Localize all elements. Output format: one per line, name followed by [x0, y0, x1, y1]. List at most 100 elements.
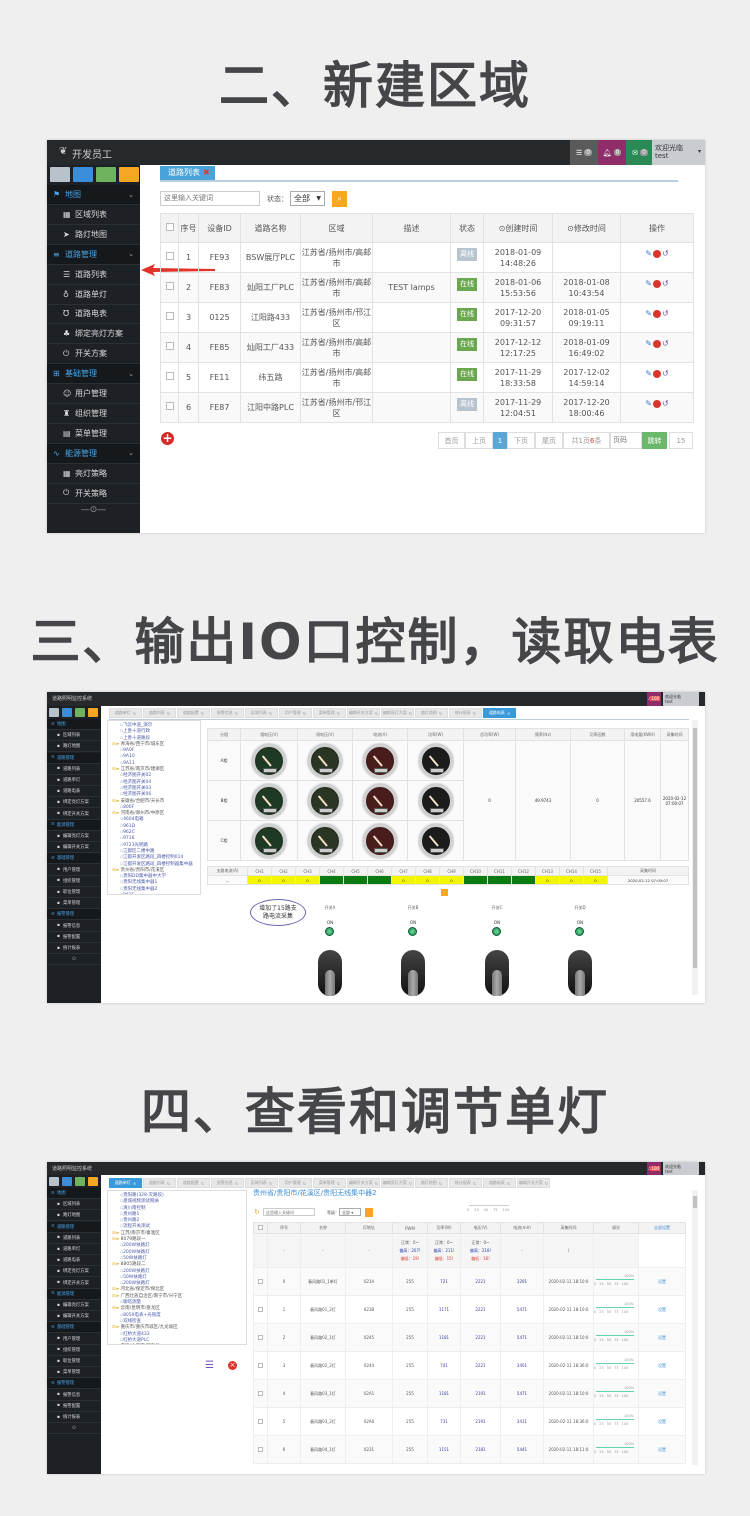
sidebar-item[interactable]: ▪编辑亮灯方案	[47, 831, 101, 842]
pagination-last[interactable]: 尾页	[535, 432, 563, 449]
sidebar-item[interactable]: ▪职位管理	[47, 1356, 101, 1367]
user-icon[interactable]	[75, 1177, 85, 1186]
tab[interactable]: 道路电表↻	[483, 1178, 516, 1188]
tree-node[interactable]: ⊞▰ 江苏省/南京市/建邺区	[112, 767, 196, 773]
trash-icon[interactable]	[88, 1177, 98, 1186]
sidebar-item[interactable]: ⏻开关策略	[47, 484, 140, 504]
reset-icon[interactable]: ↺	[662, 339, 669, 348]
search-input[interactable]	[263, 1208, 315, 1216]
tree-node[interactable]: ▫9A10	[112, 754, 196, 760]
tree-node[interactable]: ⊞▰ 8079路段一	[112, 1237, 242, 1243]
tree-node[interactable]: ▫贵阳无线集中器1	[112, 880, 196, 886]
toggle-switch[interactable]	[568, 950, 592, 996]
row-checkbox[interactable]	[160, 242, 179, 273]
tree-node[interactable]: ▫50W扶路灯	[112, 1256, 242, 1262]
tree-node[interactable]: ▫800F	[112, 805, 196, 811]
tree-node[interactable]: ▫经济图开关02	[112, 773, 196, 779]
tree-node[interactable]: ▫红桥大道PLC	[112, 1338, 242, 1344]
delete-icon[interactable]	[653, 249, 661, 258]
sidebar-item[interactable]: ▪区域列表	[47, 730, 101, 742]
sidebar-item[interactable]: ⏻开关方案	[47, 344, 140, 365]
tree-node[interactable]: ⊞▰ 河南省/郑州市/中原区	[112, 811, 196, 817]
page-number-input[interactable]	[610, 432, 642, 449]
sidebar-item[interactable]: ▪报警信息	[47, 1390, 101, 1401]
sidebar-item[interactable]: ▪编辑亮灯方案	[47, 1300, 101, 1311]
tree-node[interactable]: ⊞▰ 云南/昆明市/盘龙区	[112, 1306, 242, 1312]
sidebar-item[interactable]: ▪绑定开关方案	[47, 1278, 101, 1289]
close-tab-icon[interactable]: ✖	[203, 168, 210, 177]
tree-node[interactable]: ▫961D	[112, 824, 196, 830]
tab[interactable]: 统计报表↻	[449, 1178, 482, 1188]
tab[interactable]: 道路单灯↻	[109, 708, 142, 718]
sidebar-item[interactable]: ▦亮灯策略	[47, 464, 140, 484]
tree-node[interactable]: ⊞▰ 安徽省/合肥市/天长市	[112, 799, 196, 805]
tab[interactable]: 编辑开关方案↻	[517, 1178, 550, 1188]
tab[interactable]: 编辑开关方案↻	[347, 708, 380, 718]
tree-node[interactable]: ▫贵阳DD集中器中大学	[112, 874, 196, 880]
sidebar-item[interactable]: ≡基础管理	[47, 853, 101, 865]
sidebar-item[interactable]: ≡报警管理	[47, 1378, 101, 1390]
delete-icon[interactable]	[653, 339, 661, 348]
sidebar-item[interactable]: ▪路灯地图	[47, 1210, 101, 1222]
status-select[interactable]: 全部 ▾	[339, 1208, 361, 1216]
sidebar-item[interactable]: ▪编辑开关方案	[47, 842, 101, 854]
sidebar-item[interactable]: ▪区域列表	[47, 1199, 101, 1211]
sidebar-item[interactable]: ≡报警管理	[47, 909, 101, 921]
sidebar-item[interactable]: ⊞基础管理⌄	[47, 364, 140, 385]
sidebar-item[interactable]: ▪报警配置	[47, 1401, 101, 1412]
tree-node[interactable]: ▫江都开发区路段_四楼控制器集中器	[112, 862, 196, 868]
settings-link[interactable]: 设置	[638, 1351, 686, 1380]
tree-node[interactable]: ▫9A11	[112, 761, 196, 767]
row-checkbox[interactable]	[253, 1351, 268, 1380]
tab[interactable]: 报警信息↻	[211, 1178, 244, 1188]
refresh-tab-icon[interactable]: ↻	[302, 1180, 307, 1186]
tab-road-list[interactable]: 道路列表✖	[160, 166, 215, 180]
tab[interactable]: 菜单管理↻	[313, 708, 346, 718]
tab[interactable]: 用户管理↻	[279, 1178, 312, 1188]
row-checkbox[interactable]	[253, 1267, 268, 1296]
edit-icon[interactable]: ✎	[645, 309, 652, 318]
tree-node[interactable]: ▫江都区二楼中路	[112, 849, 196, 855]
tree-node[interactable]: ▫上善十道路段	[112, 736, 196, 742]
pagination-next[interactable]: 下页	[507, 432, 535, 449]
tree-node[interactable]: ⊞▰ 安徽/合肥市/肥东县	[112, 1344, 242, 1345]
tree-node[interactable]: ▫200W扶路灯	[112, 1250, 242, 1256]
tab[interactable]: 编辑开关方案↻	[347, 1178, 380, 1188]
refresh-tab-icon[interactable]: ↻	[200, 710, 205, 716]
tree-node[interactable]: ▫200W扶路灯	[112, 1243, 242, 1249]
tree-node[interactable]: ▫流程开关测试	[112, 1224, 242, 1230]
row-checkbox[interactable]	[160, 392, 179, 423]
notification-badge[interactable]: ✉0	[626, 140, 654, 165]
refresh-button[interactable]	[441, 889, 448, 896]
tree-node[interactable]: ▫贵阳无线集中器2	[112, 887, 196, 893]
sidebar-item[interactable]: ▪路灯地图	[47, 741, 101, 753]
sidebar-item[interactable]: ▪职位管理	[47, 887, 101, 898]
toggle-switch[interactable]	[318, 950, 342, 996]
refresh-tab-icon[interactable]: ↻	[234, 710, 239, 716]
tab[interactable]: 编辑亮灯方案↻	[381, 708, 414, 718]
tree-node[interactable]: ▫50W扶路灯	[112, 1275, 242, 1281]
settings-link[interactable]: 设置	[638, 1435, 686, 1464]
tab[interactable]: 报警信息↻	[211, 708, 244, 718]
search-button[interactable]: ⌕	[332, 191, 347, 207]
sidebar-item[interactable]: ▪统计报表	[47, 1412, 101, 1423]
sidebar-item[interactable]: ▪菜单管理	[47, 1367, 101, 1379]
settings-link[interactable]: 设置	[638, 1407, 686, 1436]
row-checkbox[interactable]	[160, 362, 179, 393]
alert-badge[interactable]: ♪100	[647, 1162, 661, 1175]
close-tab-icon[interactable]: ×	[506, 710, 511, 716]
